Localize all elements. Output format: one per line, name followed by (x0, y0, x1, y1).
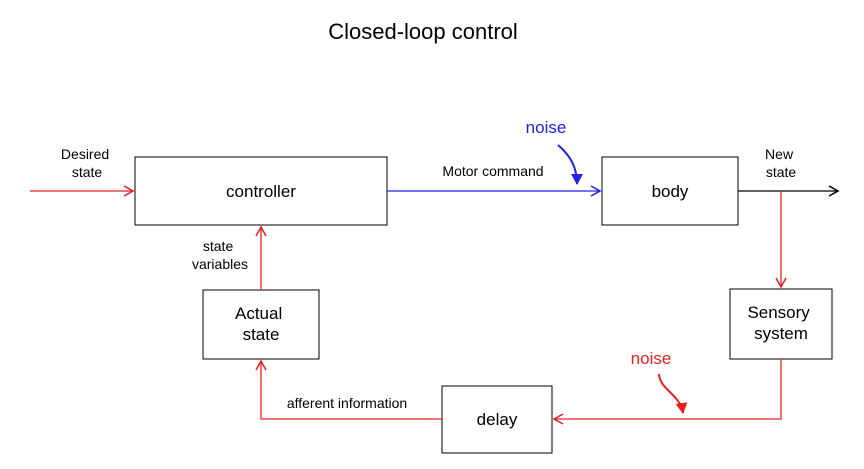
motor-command-label: Motor command (442, 163, 543, 179)
state-variables-line-2: variables (192, 256, 248, 272)
sensory-to-delay-arrow (552, 359, 782, 425)
new-state-line-1: New (765, 146, 794, 162)
state-variables-line-1: state (203, 238, 234, 254)
body-label: body (652, 182, 689, 201)
motor-noise-arrow (557, 144, 583, 185)
desired-state-line-2: state (72, 164, 103, 180)
sensory-system-block: Sensory system (729, 288, 833, 360)
delay-block: delay (441, 385, 553, 454)
controller-block: controller (134, 156, 388, 226)
sensory-system-line-2: system (754, 324, 808, 343)
actual-state-line-1: Actual (235, 304, 282, 323)
state-variables-label: state variables (192, 238, 248, 272)
sensory-noise-label: noise (631, 349, 672, 368)
controller-label: controller (226, 182, 296, 201)
desired-state-line-1: Desired (61, 146, 109, 162)
sensory-system-line-1: Sensory (747, 303, 810, 322)
actual-state-label: Actual state (235, 304, 287, 344)
new-state-label: New state (765, 146, 797, 180)
actual-state-block: Actual state (202, 289, 320, 360)
sensory-system-label: Sensory system (747, 303, 814, 343)
desired-state-label: Desired state (61, 146, 113, 180)
motor-noise-label: noise (526, 118, 567, 137)
body-block: body (601, 156, 739, 226)
new-state-line-2: state (766, 164, 797, 180)
sensory-noise-arrow (658, 373, 688, 414)
delay-label: delay (477, 410, 518, 429)
diagram-title: Closed-loop control (328, 19, 518, 44)
delay-to-actual-state-arrow (255, 359, 442, 420)
actual-state-line-2: state (243, 325, 280, 344)
afferent-information-label: afferent information (287, 395, 407, 411)
